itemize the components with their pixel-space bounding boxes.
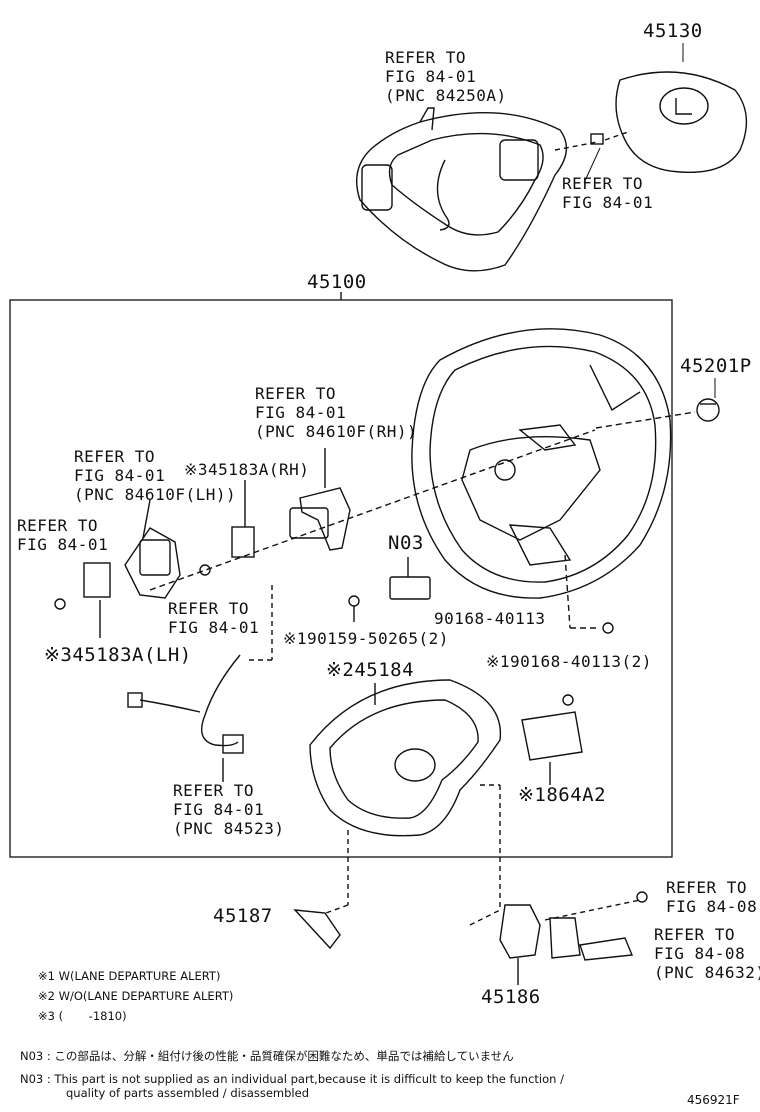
reference-fig-84-01-airbag-bolt[interactable]: REFER TO FIG 84-01 <box>562 174 654 212</box>
paddle-lh-drawing <box>124 527 181 599</box>
n03-part-drawing <box>389 576 431 600</box>
reference-fig-84-01-left[interactable]: REFER TO FIG 84-01 <box>17 516 109 554</box>
reference-fig-84-01-middle[interactable]: REFER TO FIG 84-01 <box>168 599 260 637</box>
part-number-45186[interactable]: 45186 <box>481 986 541 1008</box>
legend-note-1: ※1 W(LANE DEPARTURE ALERT) <box>38 969 221 983</box>
part-number-90168-40113-2[interactable]: ※190168-40113(2) <box>486 652 652 671</box>
footnote-english-line-1: N03 : This part is not supplied as an in… <box>20 1072 564 1086</box>
nut-45201p-drawing <box>696 398 720 422</box>
airbag-45130-drawing <box>615 71 748 174</box>
footnote-japanese: N03 : この部品は、分解・組付け後の性能・品質確保が困難なため、単品では補給… <box>20 1049 514 1063</box>
part-number-45201p[interactable]: 45201P <box>680 355 752 377</box>
switch-84632-drawing <box>549 917 581 959</box>
part-number-45100[interactable]: 45100 <box>307 271 367 293</box>
reference-fig-84-01-pnc-84250a[interactable]: REFER TO FIG 84-01 (PNC 84250A) <box>385 48 507 105</box>
part-45186-drawing <box>499 904 541 959</box>
part-number-45183a-lh[interactable]: ※345183A(LH) <box>44 644 192 666</box>
part-n03[interactable]: N03 <box>388 532 424 554</box>
reference-fig-84-01-pnc-84523[interactable]: REFER TO FIG 84-01 (PNC 84523) <box>173 781 285 838</box>
sensor-864a2-drawing <box>521 711 583 761</box>
part-number-864a2[interactable]: ※1864A2 <box>518 784 607 806</box>
part-number-45183a-rh[interactable]: ※345183A(RH) <box>184 460 310 479</box>
reference-fig-84-01-pnc-84610f-lh[interactable]: REFER TO FIG 84-01 (PNC 84610F(LH)) <box>74 447 237 504</box>
part-number-90159-50265[interactable]: ※190159-50265(2) <box>283 629 449 648</box>
part-number-90168-40113[interactable]: 90168-40113 <box>434 609 546 628</box>
paddle-rh-drawing <box>299 487 351 551</box>
footnote-english-line-2: quality of parts assembled / disassemble… <box>66 1086 309 1100</box>
cover-45184-drawing <box>309 679 502 837</box>
steering-pad-assembly-drawing <box>356 107 568 272</box>
harness-drawing <box>201 654 241 747</box>
reference-fig-84-08-pnc-84632[interactable]: REFER TO FIG 84-08 (PNC 84632) <box>654 925 760 982</box>
steering-wheel-drawing <box>411 328 672 599</box>
legend-note-3: ※3 ( -1810) <box>38 1009 127 1023</box>
reference-fig-84-01-pnc-84610f-rh[interactable]: REFER TO FIG 84-01 (PNC 84610F(RH)) <box>255 384 418 441</box>
part-number-45184[interactable]: ※245184 <box>326 659 415 681</box>
reference-fig-84-08[interactable]: REFER TO FIG 84-08 <box>666 878 758 916</box>
figure-id: 456921F <box>687 1093 740 1107</box>
part-45187-drawing <box>293 909 341 950</box>
part-number-45130[interactable]: 45130 <box>643 20 703 42</box>
legend-note-2: ※2 W/O(LANE DEPARTURE ALERT) <box>38 989 234 1003</box>
part-number-45187[interactable]: 45187 <box>213 905 273 927</box>
